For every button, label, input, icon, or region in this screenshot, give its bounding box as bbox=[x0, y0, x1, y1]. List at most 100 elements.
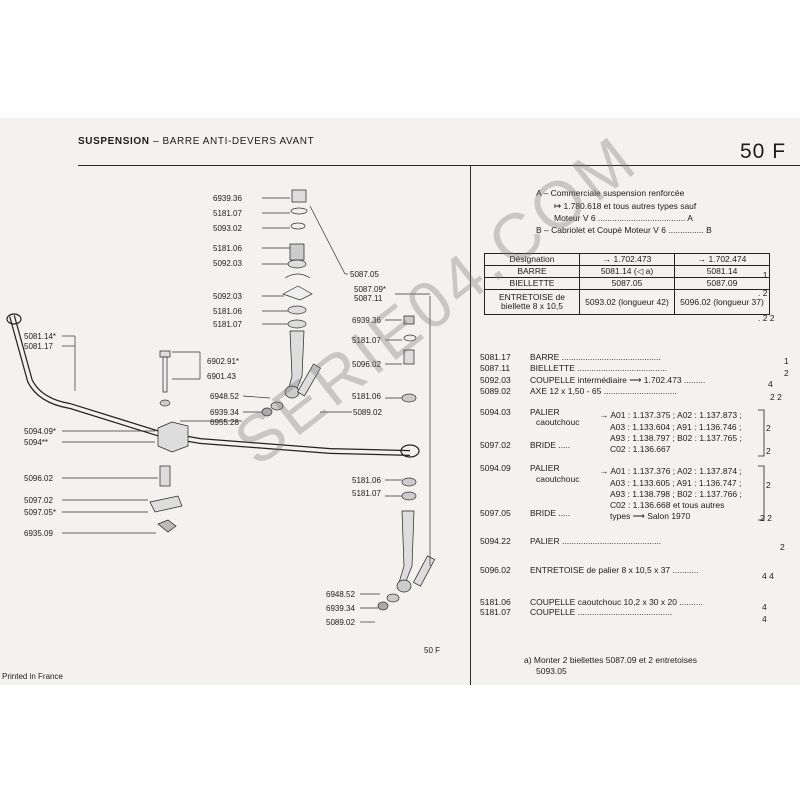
part-desc: ENTRETOISE de palier 8 x 10,5 x 37 .....… bbox=[530, 565, 699, 575]
qty: 4 bbox=[762, 614, 767, 624]
part-ref: 5092.03 bbox=[480, 375, 511, 385]
callout: 5087.05 bbox=[350, 270, 379, 279]
part-desc: PALIER .................................… bbox=[530, 536, 662, 546]
diagram-page-ref: 50 F bbox=[424, 646, 441, 655]
part-ref: 5094.03 bbox=[480, 407, 511, 417]
part-ref: 5089.02 bbox=[480, 386, 511, 396]
callout: 5097.05* bbox=[24, 508, 57, 517]
callout: 6948.52 bbox=[210, 392, 239, 401]
callout: 6939.34 bbox=[210, 408, 239, 417]
palier-serial: C02 : 1.136.667 bbox=[610, 444, 671, 454]
part-ref: 5081.17 bbox=[480, 352, 511, 362]
palier-serial: → A01 : 1.137.375 ; A02 : 1.137.873 ; bbox=[600, 410, 742, 420]
callout: 5094.09* bbox=[24, 427, 57, 436]
callout: 6939.34 bbox=[326, 604, 355, 613]
part-ref: 5087.11 bbox=[480, 363, 511, 373]
part-desc: COUPELLE ...............................… bbox=[530, 607, 673, 617]
qty: 4 bbox=[762, 602, 767, 612]
part-desc: BARRE ..................................… bbox=[530, 352, 661, 362]
footnote: a) Monter 2 biellettes 5087.09 et 2 entr… bbox=[524, 655, 697, 665]
part-desc: PALIER bbox=[530, 407, 560, 417]
part-ref: 5181.07 bbox=[480, 607, 511, 617]
palier-serial: A93 : 1.138.798 ; B02 : 1.137.766 ; bbox=[610, 489, 742, 499]
table-header: Désignation bbox=[484, 253, 580, 266]
callout: 5181.07 bbox=[352, 336, 381, 345]
callout: 5089.02 bbox=[326, 618, 355, 627]
part-desc: caoutchouc bbox=[536, 474, 580, 484]
part-desc: PALIER bbox=[530, 463, 560, 473]
callout: 5094** bbox=[24, 438, 49, 447]
palier-serial: A93 : 1.138.797 ; B02 : 1.137.765 ; bbox=[610, 433, 742, 443]
part-desc: BRIDE ..... bbox=[530, 508, 571, 518]
part-desc: caoutchouc bbox=[536, 417, 580, 427]
footnote: 5093.05 bbox=[536, 666, 567, 676]
exploded-diagram bbox=[6, 189, 436, 623]
callout: 6939.36 bbox=[213, 194, 242, 203]
section-title: SUSPENSION – BARRE ANTI-DEVERS AVANT bbox=[78, 136, 315, 147]
callout: 5087.11 bbox=[354, 294, 383, 303]
qty: . 2 2 bbox=[758, 313, 775, 323]
callout: 5097.02 bbox=[24, 496, 53, 505]
table-row: BIELLETTE 5087.05 5087.09 bbox=[484, 277, 770, 290]
legend-a-line3: Moteur V 6 .............................… bbox=[554, 213, 693, 223]
callout: 5081.14* bbox=[24, 332, 57, 341]
legend-a-line2: ↦ 1.780.618 et tous autres types sauf bbox=[554, 201, 697, 211]
part-ref: 5096.02 bbox=[480, 565, 511, 575]
qty: 2 2 bbox=[760, 513, 772, 523]
callout: 5181.06 bbox=[352, 392, 381, 401]
table-row: BARRE 5081.14 (◁ a) 5081.14 bbox=[484, 265, 770, 278]
palier-serial: types ⟶ Salon 1970 bbox=[610, 511, 691, 521]
callout: 5181.07 bbox=[352, 489, 381, 498]
table-row: ENTRETOISE de biellette 8 x 10,5 5093.02… bbox=[484, 289, 770, 315]
callout: 5181.07 bbox=[213, 320, 242, 329]
bracket bbox=[758, 409, 765, 521]
header-rule bbox=[78, 165, 800, 166]
callout: 5092.03 bbox=[213, 292, 242, 301]
qty: 2 bbox=[766, 423, 771, 433]
part-desc: BIELLETTE ..............................… bbox=[530, 363, 667, 373]
part-ref: 5097.02 bbox=[480, 440, 511, 450]
qty: 2 bbox=[766, 480, 771, 490]
callout: 5092.03 bbox=[213, 259, 242, 268]
printed-note: Printed in France bbox=[2, 672, 63, 681]
part-ref: 5181.06 bbox=[480, 597, 511, 607]
callout: 6902.91* bbox=[207, 357, 240, 366]
qty: . 2 bbox=[758, 288, 768, 298]
qty: 2 bbox=[766, 446, 771, 456]
callout: 5181.06 bbox=[213, 244, 242, 253]
palier-serial: A03 : 1.133.605 ; A91 : 1.136.747 ; bbox=[610, 478, 742, 488]
callout: 6901.43 bbox=[207, 372, 236, 381]
part-desc: COUPELLE caoutchouc 10,2 x 30 x 20 .....… bbox=[530, 597, 703, 607]
palier-serial: A03 : 1.133.604 ; A91 : 1.136.746 ; bbox=[610, 422, 742, 432]
callout: 6948.52 bbox=[326, 590, 355, 599]
table-header: → 1.702.474 bbox=[674, 253, 770, 266]
callout: 6939.36 bbox=[352, 316, 381, 325]
palier-serial: → A01 : 1.137.376 ; A02 : 1.137.874 ; bbox=[600, 466, 742, 476]
qty: 4 bbox=[768, 379, 773, 389]
part-desc: AXE 12 x 1,50 - 65 .....................… bbox=[530, 386, 677, 396]
callout: 5096.02 bbox=[24, 474, 53, 483]
part-ref: 5094.09 bbox=[480, 463, 511, 473]
part-ref: 5094.22 bbox=[480, 536, 511, 546]
callout: 6955.28 bbox=[210, 418, 239, 427]
page-number: 50 F bbox=[740, 140, 787, 163]
spec-table: Désignation → 1.702.473 → 1.702.474 BARR… bbox=[484, 253, 770, 315]
column-divider bbox=[470, 166, 471, 685]
qty: 4 4 bbox=[762, 571, 774, 581]
callout: 5087.09* bbox=[354, 285, 387, 294]
callout: 5181.07 bbox=[213, 209, 242, 218]
qty: . 1 bbox=[758, 270, 768, 280]
callout: 5089.02 bbox=[353, 408, 382, 417]
callout: 5096.02 bbox=[352, 360, 381, 369]
callout: 6935.09 bbox=[24, 529, 53, 538]
part-desc: BRIDE ..... bbox=[530, 440, 571, 450]
callout: 5093.02 bbox=[213, 224, 242, 233]
qty: 2 bbox=[780, 542, 785, 552]
callout: 5181.06 bbox=[352, 476, 381, 485]
callout: 5181.06 bbox=[213, 307, 242, 316]
qty: 2 2 bbox=[770, 392, 782, 402]
qty: 2 bbox=[784, 368, 789, 378]
legend-b: B – Cabriolet et Coupé Moteur V 6 ......… bbox=[536, 225, 712, 235]
qty: 1 bbox=[784, 356, 789, 366]
table-header: → 1.702.473 bbox=[579, 253, 675, 266]
